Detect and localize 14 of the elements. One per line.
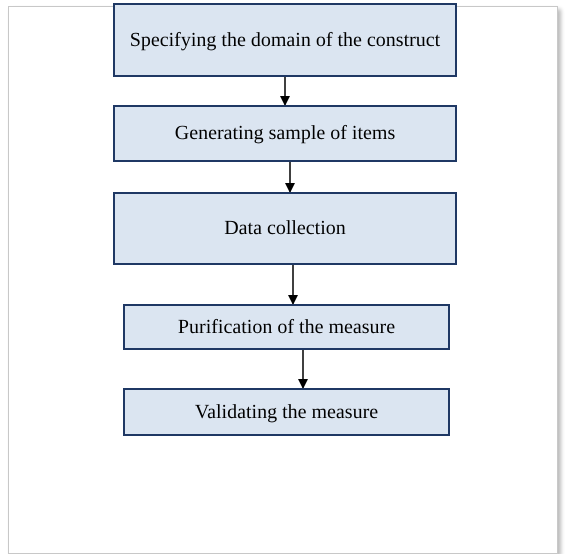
arrow <box>280 77 290 106</box>
process-box <box>113 105 457 162</box>
process-box <box>123 304 450 350</box>
arrow <box>298 350 308 389</box>
step-text: Purification of the measure <box>178 314 396 340</box>
process-box <box>123 388 450 436</box>
process-box <box>113 3 457 77</box>
step-text: Data collection <box>224 216 346 241</box>
arrow <box>288 265 298 305</box>
step-text: Validating the measure <box>194 400 378 424</box>
arrow <box>285 162 295 193</box>
process-box <box>113 192 457 265</box>
step-text: Specifying the domain of the construct <box>130 28 440 52</box>
step-text: Generating sample of items <box>174 121 396 146</box>
